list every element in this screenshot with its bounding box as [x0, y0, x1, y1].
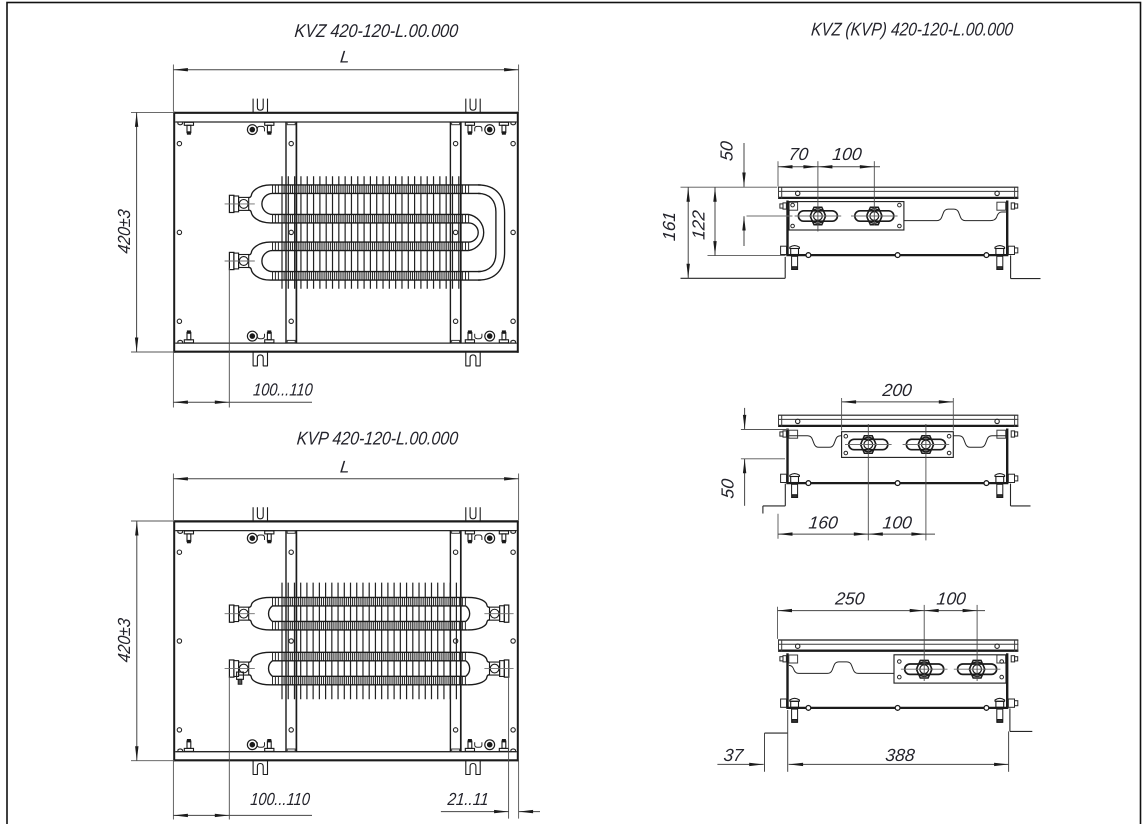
- svg-text:KVZ (KVP) 420-120-L.00.000: KVZ (KVP) 420-120-L.00.000: [810, 19, 1014, 40]
- svg-text:388: 388: [884, 745, 916, 765]
- svg-text:L: L: [339, 48, 350, 67]
- svg-text:50: 50: [717, 140, 737, 162]
- svg-text:KVZ 420-120-L.00.000: KVZ 420-120-L.00.000: [294, 20, 460, 41]
- svg-text:420±3: 420±3: [114, 208, 134, 255]
- svg-text:100...110: 100...110: [250, 790, 311, 810]
- svg-text:37: 37: [723, 745, 746, 765]
- svg-text:250: 250: [833, 589, 866, 609]
- svg-text:KVP 420-120-L.00.000: KVP 420-120-L.00.000: [296, 427, 459, 448]
- svg-text:21..11: 21..11: [446, 790, 490, 809]
- svg-text:161: 161: [659, 211, 679, 242]
- svg-text:50: 50: [718, 478, 738, 500]
- svg-text:160: 160: [808, 512, 840, 532]
- svg-text:100: 100: [831, 144, 863, 164]
- svg-text:100...110: 100...110: [252, 380, 313, 400]
- svg-text:420±3: 420±3: [114, 617, 134, 664]
- svg-text:L: L: [339, 457, 350, 476]
- svg-text:100: 100: [882, 512, 914, 532]
- svg-text:122: 122: [689, 209, 709, 241]
- svg-text:100: 100: [936, 589, 968, 609]
- svg-text:70: 70: [788, 144, 810, 164]
- svg-text:200: 200: [881, 380, 914, 400]
